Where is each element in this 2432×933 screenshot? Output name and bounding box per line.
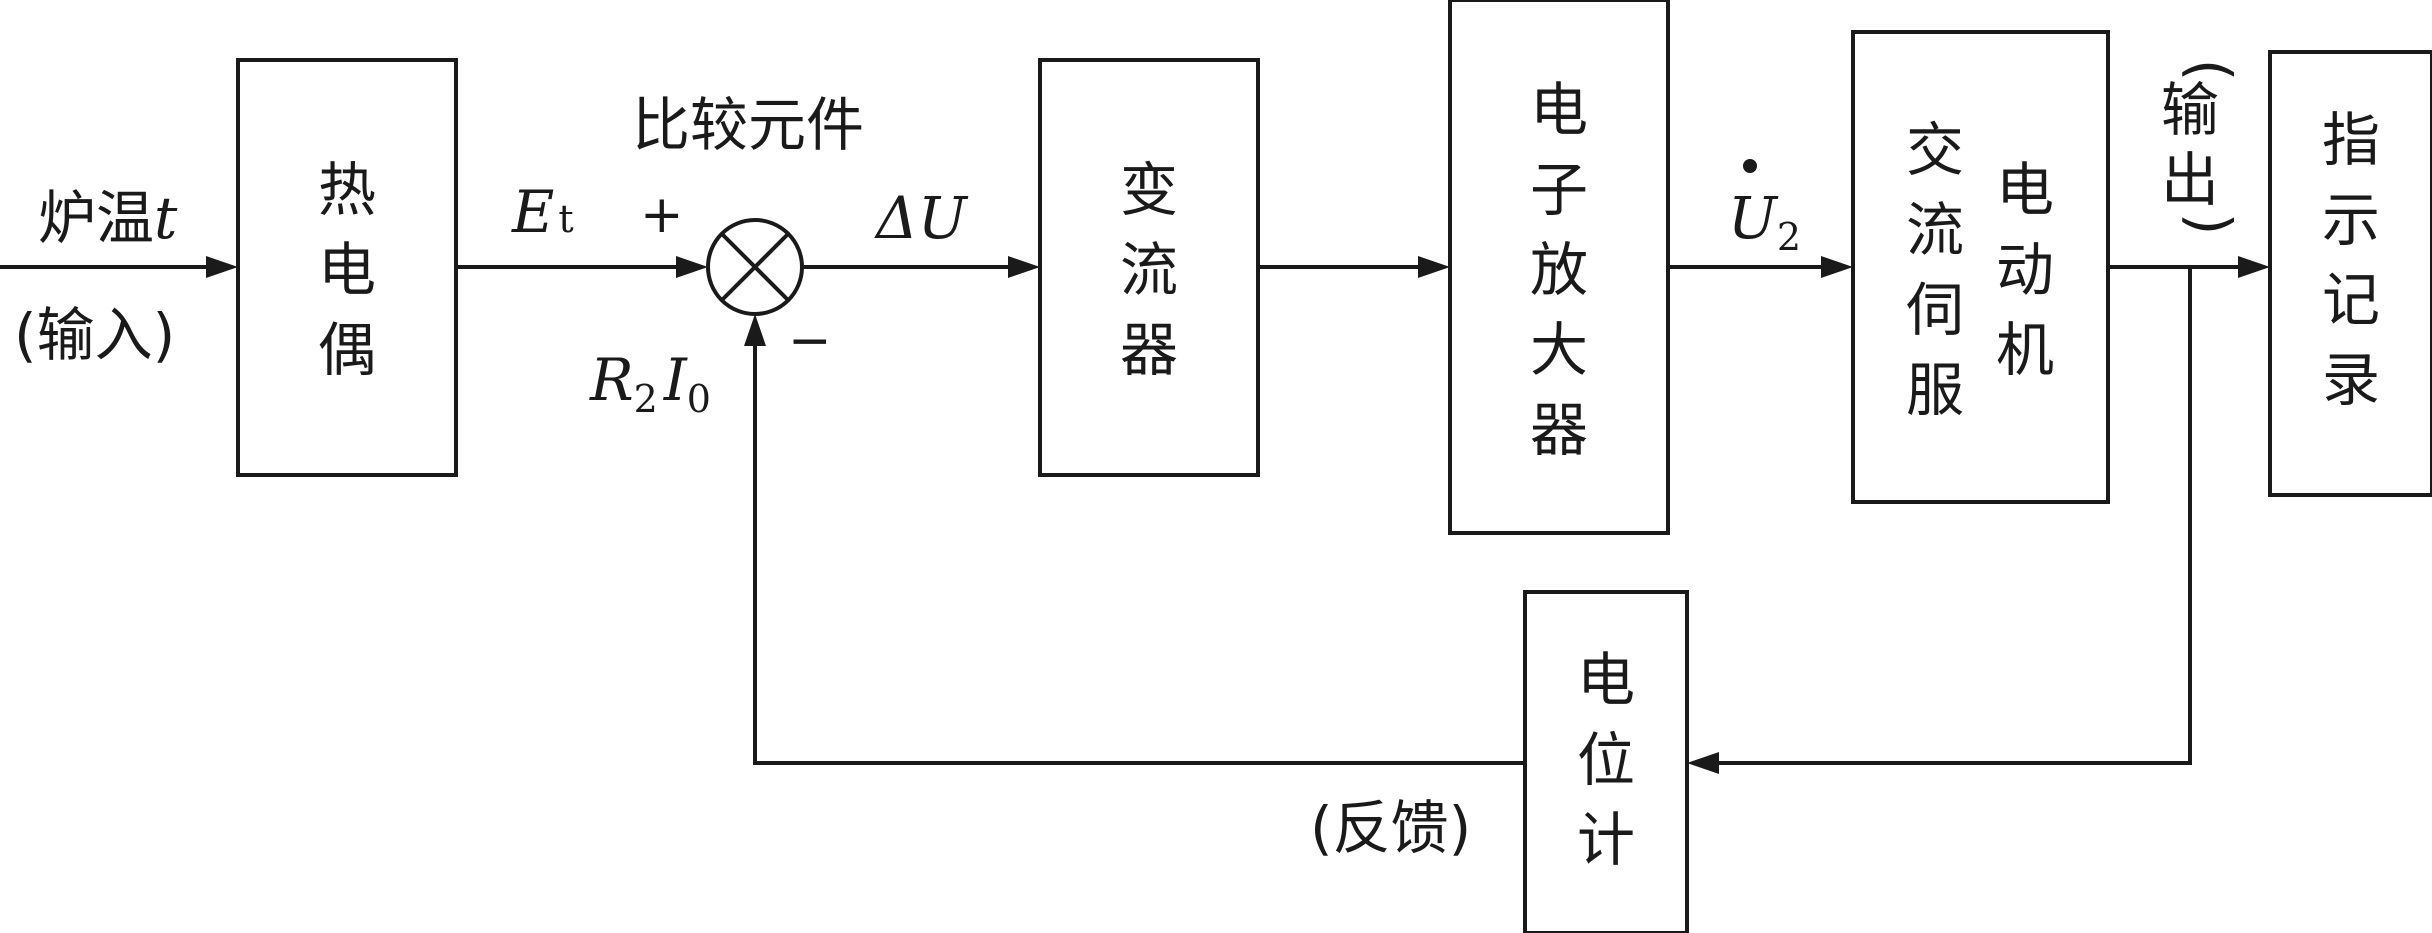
converter-label-3: 器 [1120,316,1178,384]
u2-dot [1743,159,1757,173]
amplifier-label-4: 大 [1530,316,1588,384]
feedback-path-to-comparator [744,314,1525,765]
servo-right-label-2: 动 [1996,236,2054,304]
input-signal-arrow [0,256,238,278]
thermocouple-label-1: 热 [318,156,376,224]
thermocouple-block [236,58,458,477]
ac-servo-motor-block [1851,30,2110,504]
output-tag-2: 出 [2161,146,2219,214]
servo-left-label-3: 伺 [1906,276,1964,344]
servo-right-label-3: 机 [1996,316,2054,384]
converter-label-2: 流 [1120,236,1178,304]
u2-signal-arrow [1668,256,1853,278]
comparator-summing-junction [706,218,804,316]
svg-text:U2: U2 [1728,184,1801,259]
servo-right-label-1: 电 [1996,156,2054,224]
delta-u-label: ΔU [874,184,969,252]
electronic-amplifier-block [1448,0,1670,535]
output-tag-1: 输 [2161,76,2219,144]
servo-left-label-1: 交 [1906,116,1964,184]
minus-sign: − [788,311,832,371]
servo-left-label-4: 服 [1906,356,1964,424]
servo-left-label-2: 流 [1906,196,1964,264]
input-tag: (输入) [14,301,175,369]
recorder-label-4: 录 [2322,346,2380,414]
comparator-label: 比较元件 [632,91,864,159]
potentiometer-label-2: 位 [1577,726,1635,794]
potentiometer-label-1: 电 [1577,646,1635,714]
output-tag-paren-close: ) [2176,213,2244,236]
potentiometer-label-3: 计 [1577,806,1635,874]
input-label: 炉温t [38,184,178,252]
converter-block [1038,58,1260,477]
feedback-path-to-potentiometer [1687,267,2192,774]
output-tag-paren-open: ( [2176,59,2244,82]
thermocouple-label-2: 电 [318,236,376,304]
plus-sign: + [640,185,684,245]
amplifier-label-2: 子 [1530,156,1588,224]
converter-label-1: 变 [1120,156,1178,224]
recorder-label-1: 指 [2322,106,2380,174]
output-signal-arrow [2108,256,2270,278]
amplifier-label-3: 放 [1530,236,1588,304]
recorder-label-2: 示 [2322,186,2380,254]
amplifier-label-1: 电 [1530,76,1588,144]
delta-u-signal-arrow [802,256,1040,278]
feedback-tag: (反馈) [1310,794,1471,862]
amplifier-label-5: 器 [1530,396,1588,464]
thermocouple-label-3: 偶 [318,316,376,384]
u2-label: U2 [1728,159,1801,259]
et-signal-arrow [456,256,708,278]
indicator-recorder-block [2268,50,2432,497]
converter-output-arrow [1258,256,1450,278]
recorder-label-3: 记 [2322,266,2380,334]
potentiometer-block [1523,590,1689,933]
